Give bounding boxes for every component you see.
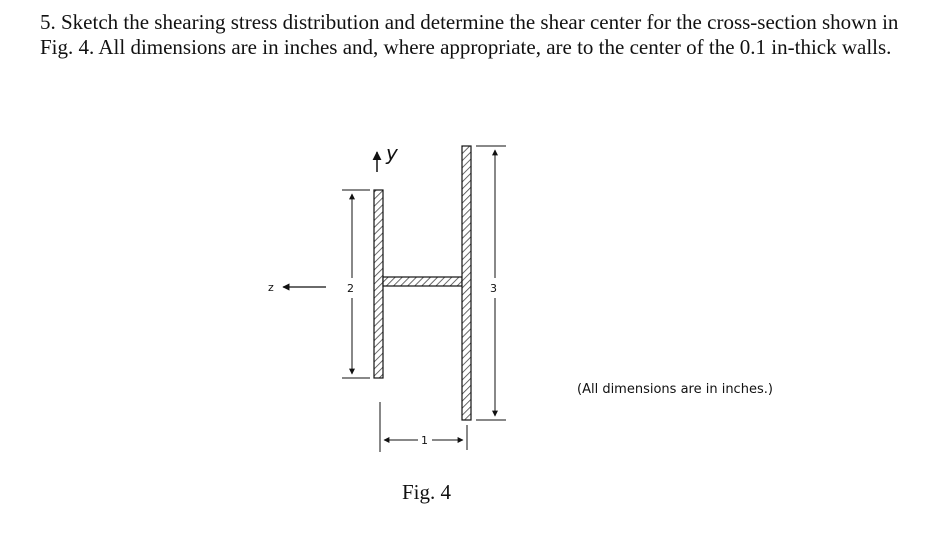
right-flange [461, 145, 472, 421]
left-dimension: 2 [342, 189, 370, 379]
y-axis-indicator: y [372, 141, 399, 172]
figure-caption: Fig. 4 [402, 480, 452, 504]
y-axis-label: y [385, 141, 399, 165]
web [382, 276, 463, 287]
z-axis-indicator: z [268, 281, 326, 294]
right-dimension: 3 [476, 145, 506, 421]
dimensions-note: (All dimensions are in inches.) [577, 382, 773, 397]
right-dimension-label: 3 [490, 282, 497, 295]
z-axis-label: z [268, 281, 274, 294]
problem-statement: 5. Sketch the shearing stress distributi… [40, 10, 899, 59]
left-dimension-label: 2 [347, 282, 354, 295]
bottom-dimension-label: 1 [421, 434, 428, 447]
left-flange [373, 189, 384, 379]
bottom-dimension: 1 [379, 402, 468, 452]
